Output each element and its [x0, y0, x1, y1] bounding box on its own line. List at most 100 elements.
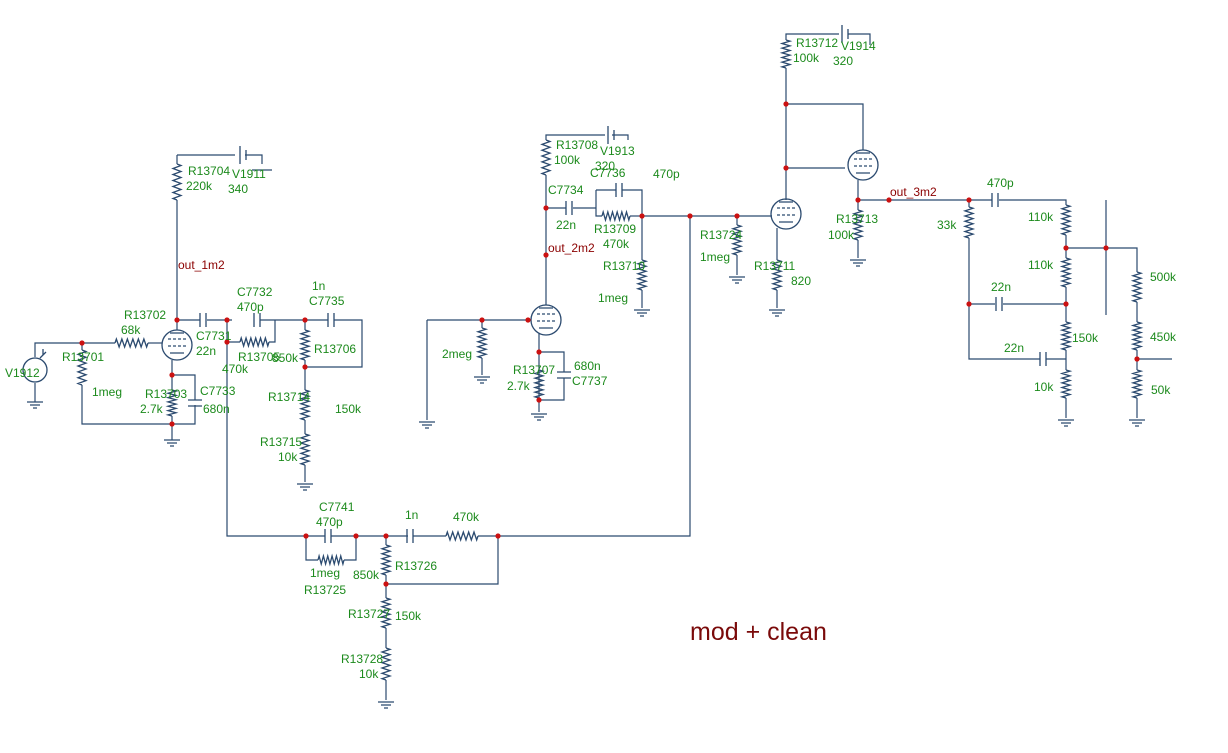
junction-node	[536, 397, 542, 403]
capacitor-c7734	[565, 201, 573, 215]
ground-stage2-input	[419, 421, 435, 429]
capacitor-c7737	[557, 371, 571, 379]
diagram-title: mod + clean	[690, 618, 827, 646]
label-22n-lower: 22n	[1004, 341, 1024, 355]
junction-node	[224, 339, 230, 345]
label-c7736: C7736	[590, 166, 626, 180]
label-110k-mid: 110k	[1028, 258, 1054, 272]
resistor-150k	[1059, 321, 1073, 351]
tube-stage3a-electrodes	[779, 201, 793, 223]
resistor-50k	[1130, 369, 1144, 399]
tube-stage1	[161, 329, 193, 361]
junction-node	[783, 101, 789, 107]
label-r13724: R13724	[700, 228, 742, 242]
resistor-2meg	[475, 327, 489, 359]
label-r13705-value: 470k	[222, 362, 249, 376]
resistor-500k	[1130, 271, 1144, 303]
tube-stage1-electrodes	[170, 332, 184, 354]
label-c7733-value: 680n	[203, 402, 230, 416]
label-r13709: R13709	[594, 222, 636, 236]
wires	[34, 33, 1172, 700]
label-r13728: R13728	[341, 652, 383, 666]
label-r13715-value: 10k	[278, 450, 298, 464]
junction-node	[639, 213, 645, 219]
junction-node	[169, 372, 175, 378]
junction-node	[383, 533, 389, 539]
resistor-r13711	[770, 259, 784, 291]
junction-node	[479, 317, 485, 323]
resistor-r13707	[532, 369, 546, 399]
ground-tone-stack	[1058, 419, 1074, 427]
label-10k: 10k	[1034, 380, 1054, 394]
label-r13709-value: 470k	[603, 237, 630, 251]
battery-v1911	[239, 146, 247, 164]
label-v1912: V1912	[5, 366, 40, 380]
resistor-r13708	[540, 139, 552, 176]
label-500k: 500k	[1150, 270, 1177, 284]
ground-stage2	[531, 413, 547, 421]
junction-node	[687, 213, 693, 219]
junction-node	[734, 213, 740, 219]
resistor-r13703	[165, 389, 179, 417]
label-v1914-value: 320	[833, 54, 853, 68]
capacitor-470p	[991, 193, 999, 207]
label-c7741-value: 470p	[316, 515, 343, 529]
resistor-33k	[962, 206, 976, 239]
junction-node	[174, 317, 180, 323]
label-2meg: 2meg	[442, 347, 472, 361]
resistor-r13724	[730, 224, 744, 256]
label-v1911: V1911	[232, 167, 266, 181]
junction-node	[302, 317, 308, 323]
label-c7734: C7734	[548, 183, 584, 197]
label-c7731-value: 22n	[196, 344, 216, 358]
label-150k: 150k	[1072, 331, 1099, 345]
capacitor-c7736	[615, 183, 623, 197]
junction-node	[543, 205, 549, 211]
junction-node	[966, 301, 972, 307]
label-22n-upper: 22n	[991, 280, 1011, 294]
label-1n-cap: 1n	[405, 508, 418, 522]
resistor-r13713	[851, 209, 865, 241]
resistor-r13727	[379, 597, 393, 629]
capacitor-22n-lower	[1039, 352, 1047, 366]
resistor-450k	[1130, 321, 1144, 351]
source-v1912	[22, 357, 48, 383]
ground-r13711	[769, 309, 785, 317]
label-c7735-value: 1n	[312, 279, 325, 293]
label-r13703: R13703	[145, 387, 187, 401]
junction-node	[966, 197, 972, 203]
junction-node	[783, 165, 789, 171]
resistor-r13705	[239, 335, 270, 349]
label-110k-top: 110k	[1028, 210, 1054, 224]
junction-node	[495, 533, 501, 539]
battery-v1914	[841, 25, 849, 43]
ground-2meg	[474, 376, 490, 384]
label-r13710: R13710	[603, 259, 645, 273]
label-c7731: C7731	[196, 329, 232, 343]
resistor-r13714	[298, 389, 312, 421]
label-r13701: R13701	[62, 350, 104, 364]
resistor-r13710	[635, 259, 649, 291]
resistor-r13701	[76, 349, 88, 386]
net-out-1m2: out_1m2	[178, 258, 225, 272]
label-r13711-value: 820	[791, 274, 811, 288]
label-r13706-value: 850k	[272, 351, 299, 365]
label-50k: 50k	[1151, 383, 1171, 397]
label-r13727-value: 150k	[395, 609, 422, 623]
label-r13703-value: 2.7k	[140, 402, 164, 416]
tube-stage2-electrodes	[539, 307, 553, 329]
resistor-r13726	[379, 544, 393, 576]
tube-stage3b-grid	[854, 158, 872, 167]
label-470k-res: 470k	[453, 510, 480, 524]
junction-node	[1063, 301, 1069, 307]
label-450k: 450k	[1150, 330, 1177, 344]
labels: V1912 R13701 1meg R13702 68k C7731 22n R…	[5, 36, 1177, 681]
junction-node	[525, 317, 531, 323]
resistor-r13706	[298, 329, 312, 361]
label-c7735: C7735	[309, 294, 345, 308]
capacitor-c7741	[324, 529, 332, 543]
junction-node	[855, 197, 861, 203]
capacitor-c7733	[188, 399, 202, 407]
tube-stage3b	[847, 149, 879, 181]
junction-node	[1134, 356, 1140, 362]
